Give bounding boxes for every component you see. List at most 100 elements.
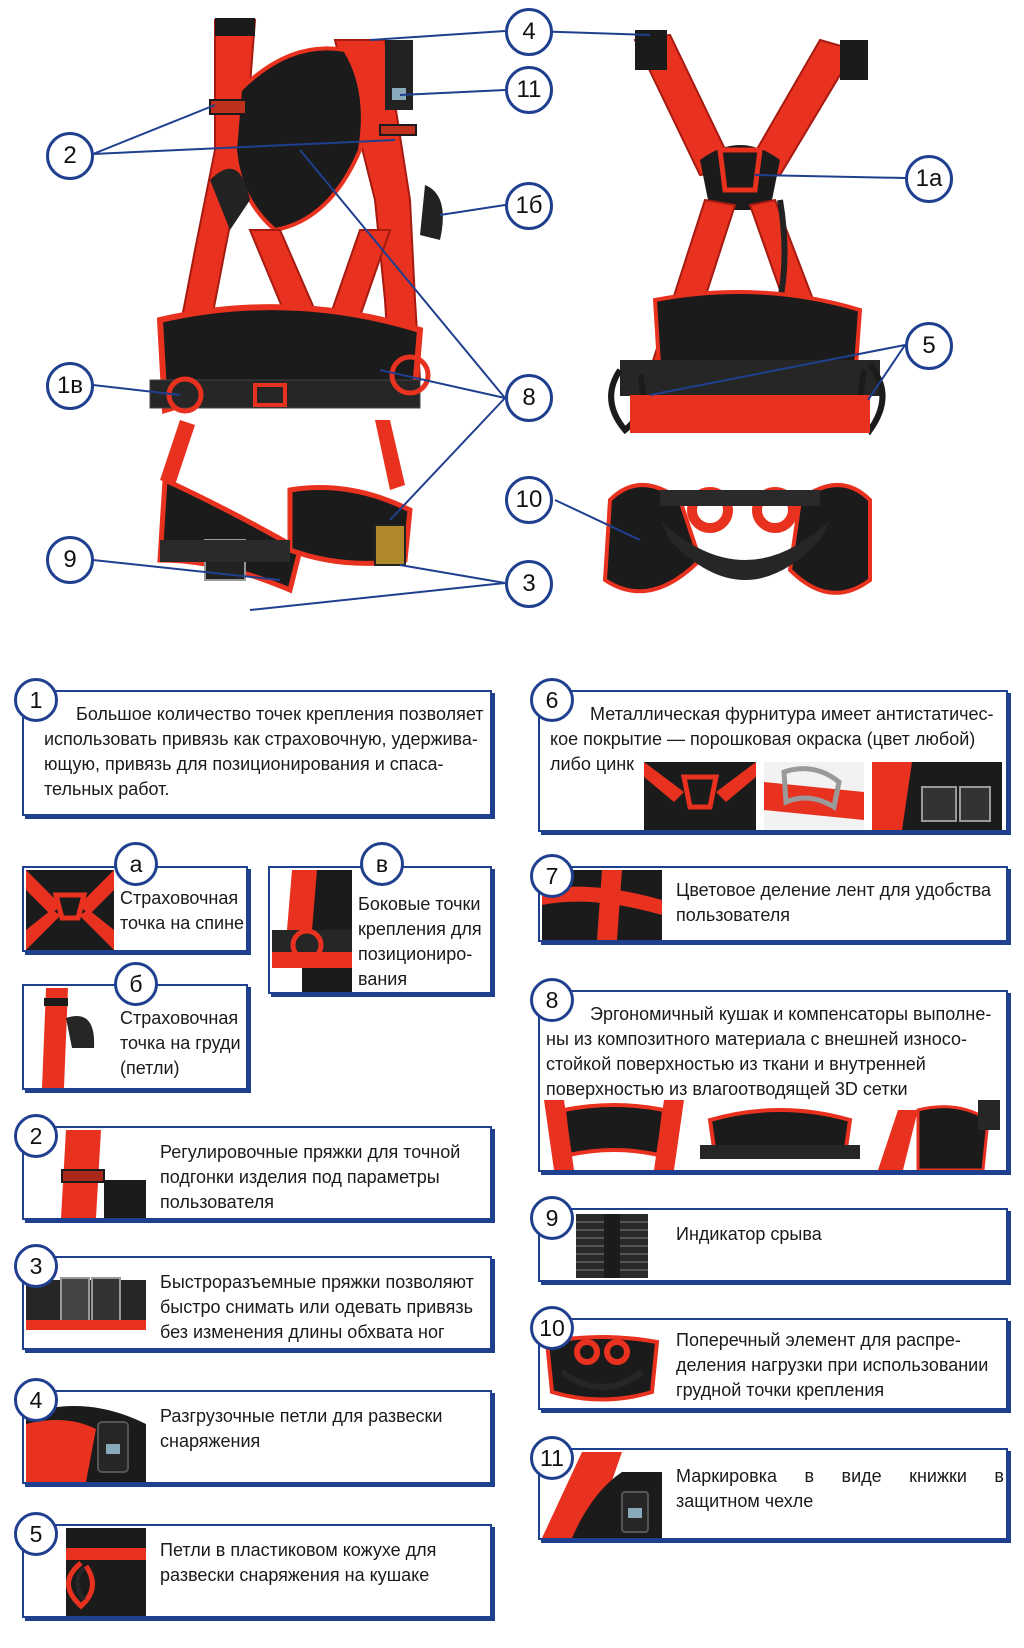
- feature-box-2: Регулировочные пряжки для точной подгонк…: [22, 1126, 492, 1220]
- feature-4-line: Разгрузочные петли для развески: [160, 1406, 443, 1426]
- feature-11-text: Маркировка в виде книжки в защитном чехл…: [676, 1464, 1004, 1514]
- callout-2: 2: [46, 132, 94, 180]
- callout-3: 3: [505, 560, 553, 608]
- feature-box-5: Петли в пластиковом кожухе для развески …: [22, 1524, 492, 1618]
- feature-b-line: (петли): [120, 1058, 180, 1078]
- callout-11: 11: [505, 66, 553, 114]
- callout-1b: 1б: [505, 182, 553, 230]
- feature-box-11: Маркировка в виде книжки в защитном чехл…: [538, 1448, 1008, 1540]
- feature-1-text: Большое количество точек крепления позво…: [44, 702, 484, 802]
- feature-box-9: Индикатор срыва: [538, 1208, 1008, 1282]
- callout-1v: 1в: [46, 362, 94, 410]
- feature-7-line: пользователя: [676, 905, 790, 925]
- side-point-thumbnail: [272, 870, 352, 992]
- back-point-thumbnail: [26, 870, 114, 950]
- waist-belt-photo-1: [544, 1100, 684, 1170]
- feature-3-badge: 3: [14, 1244, 58, 1288]
- feature-a-text: Страховочная точка на спине: [120, 886, 246, 936]
- feature-7-line: Цветовое деление лент для удобства: [676, 880, 992, 900]
- fall-indicator-thumbnail: [576, 1214, 648, 1278]
- feature-a-badge: а: [114, 842, 158, 886]
- feature-b-badge: б: [114, 962, 158, 1006]
- feature-a-line: Страховочная: [120, 888, 239, 908]
- feature-v-line: крепления для: [358, 919, 482, 939]
- feature-box-4: Разгрузочные петли для развески снаряжен…: [22, 1390, 492, 1484]
- harness-illustration: 4 11 2 1а 1б 5 1в 8 10 9 3: [0, 0, 1024, 640]
- feature-v-text: Боковые точки крепления для позициониро-…: [358, 892, 490, 992]
- callout-4: 4: [505, 8, 553, 56]
- gear-loop-thumbnail: [26, 1394, 146, 1482]
- feature-6-text: Металлическая фурнитура имеет антистатич…: [550, 702, 1002, 777]
- feature-box-10: Поперечный элемент для распре- деления н…: [538, 1318, 1008, 1410]
- feature-2-line: пользователя: [160, 1192, 274, 1212]
- chest-point-thumbnail: [26, 988, 110, 1088]
- feature-9-line: Индикатор срыва: [676, 1224, 822, 1244]
- callout-5: 5: [905, 322, 953, 370]
- feature-b-line: Страховочная: [120, 1008, 239, 1028]
- feature-3-text: Быстроразъемные пряжки позволяют быстро …: [160, 1270, 488, 1345]
- callout-1a: 1а: [905, 155, 953, 203]
- feature-2-text: Регулировочные пряжки для точной подгонк…: [160, 1140, 488, 1215]
- feature-3-line: без изменения длины обхвата ног: [160, 1322, 445, 1342]
- feature-10-line: Поперечный элемент для распре-: [676, 1330, 961, 1350]
- feature-11-line: защитном чехле: [676, 1491, 814, 1511]
- feature-1-line: ющую, привязь для позиционирования и спа…: [44, 754, 444, 774]
- hardware-photo-zinc-ring: [764, 762, 864, 830]
- hardware-photo-d-ring: [644, 762, 756, 830]
- callout-10: 10: [505, 476, 553, 524]
- feature-10-badge: 10: [530, 1306, 574, 1350]
- feature-8-text: Эргономичный кушак и компенсаторы выполн…: [546, 1002, 1002, 1102]
- feature-1-line: Большое количество точек крепления позво…: [76, 704, 484, 724]
- feature-b-text: Страховочная точка на груди (петли): [120, 1006, 246, 1081]
- feature-b-line: точка на груди: [120, 1033, 241, 1053]
- feature-box-b: Страховочная точка на груди (петли): [22, 984, 248, 1090]
- feature-9-text: Индикатор срыва: [676, 1222, 1004, 1247]
- harness-drawing: [92, 18, 906, 611]
- feature-6-line: кое покрытие — порошковая окраска (цвет …: [550, 729, 976, 749]
- feature-6-badge: 6: [530, 678, 574, 722]
- feature-5-line: развески снаряжения на кушаке: [160, 1565, 430, 1585]
- back-harness: [602, 30, 886, 595]
- feature-a-line: точка на спине: [120, 913, 245, 933]
- hardware-photo-buckle: [872, 762, 1002, 830]
- feature-box-8: Эргономичный кушак и компенсаторы выполн…: [538, 990, 1008, 1172]
- feature-box-6: Металлическая фурнитура имеет антистатич…: [538, 690, 1008, 832]
- feature-8-line: Эргономичный кушак и компенсаторы выполн…: [590, 1004, 992, 1024]
- feature-11-line: Маркировка в виде книжки в: [676, 1466, 1004, 1486]
- feature-box-1: Большое количество точек крепления позво…: [22, 690, 492, 816]
- callout-8: 8: [505, 374, 553, 422]
- feature-6-line: Металлическая фурнитура имеет антистатич…: [590, 704, 994, 724]
- feature-v-badge: в: [360, 842, 404, 886]
- leader-lines: [92, 30, 906, 611]
- feature-2-line: Регулировочные пряжки для точной: [160, 1142, 461, 1162]
- feature-10-text: Поперечный элемент для распре- деления н…: [676, 1328, 1004, 1403]
- waist-belt-photo-2: [700, 1100, 860, 1170]
- feature-v-line: Боковые точки: [358, 894, 481, 914]
- feature-4-line: снаряжения: [160, 1431, 261, 1451]
- feature-1-line: использовать привязь как страховочную, у…: [44, 729, 478, 749]
- feature-8-badge: 8: [530, 978, 574, 1022]
- feature-3-line: быстро снимать или одевать привязь: [160, 1297, 474, 1317]
- crossbar-thumbnail: [542, 1322, 662, 1408]
- feature-5-badge: 5: [14, 1512, 58, 1556]
- feature-7-badge: 7: [530, 854, 574, 898]
- feature-1-badge: 1: [14, 678, 58, 722]
- callout-9: 9: [46, 536, 94, 584]
- feature-10-line: деления нагрузки при использовании: [676, 1355, 989, 1375]
- feature-1-line: тельных работ.: [44, 779, 170, 799]
- feature-4-text: Разгрузочные петли для развески снаряжен…: [160, 1404, 488, 1454]
- feature-3-line: Быстроразъемные пряжки позволяют: [160, 1272, 474, 1292]
- shoulder-pad-photo: [878, 1100, 1004, 1170]
- feature-box-3: Быстроразъемные пряжки позволяют быстро …: [22, 1256, 492, 1350]
- feature-6-line: либо цинк: [550, 754, 635, 774]
- feature-8-line: ны из композитного материала с внешней и…: [546, 1029, 967, 1049]
- feature-v-line: вания: [358, 969, 408, 989]
- feature-5-text: Петли в пластиковом кожухе для развески …: [160, 1538, 488, 1588]
- feature-box-v: Боковые точки крепления для позициониро-…: [268, 866, 492, 994]
- front-harness: [149, 18, 443, 594]
- feature-7-text: Цветовое деление лент для удобства польз…: [676, 878, 1004, 928]
- feature-box-7: Цветовое деление лент для удобства польз…: [538, 866, 1008, 942]
- feature-5-line: Петли в пластиковом кожухе для: [160, 1540, 437, 1560]
- feature-8-line: поверхностью из влагоотводящей 3D сетки: [546, 1079, 908, 1099]
- feature-8-line: стойкой поверхностью из ткани и внутренн…: [546, 1054, 926, 1074]
